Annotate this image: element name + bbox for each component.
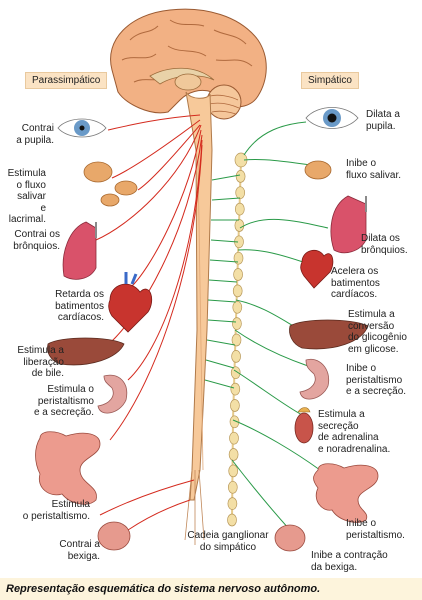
heart-left xyxy=(108,272,153,333)
simp-fiber-bronchi xyxy=(239,218,329,229)
para-fiber-salivary xyxy=(111,119,201,179)
para-organs xyxy=(35,118,153,551)
simp-label-pupil: Dilata a pupila. xyxy=(366,109,400,132)
para-fiber-heart xyxy=(129,129,202,289)
ganglion xyxy=(230,382,241,396)
simp-organs xyxy=(274,107,379,552)
stomach-right xyxy=(299,358,330,400)
para-label-intestine: Estimula o peristaltismo. xyxy=(22,499,90,522)
para-label-bronchi: Contrai os brônquios. xyxy=(13,229,60,252)
eye-left xyxy=(57,118,107,138)
header-parasympathetic: Parassimpático xyxy=(25,72,108,89)
lungs-left xyxy=(62,221,97,280)
simp-fiber-heart xyxy=(237,249,304,263)
bladder-left xyxy=(97,521,131,551)
para-label-pupil: Contrai a pupila. xyxy=(16,123,54,146)
figure-caption: Representação esquemática do sistema ner… xyxy=(0,578,422,600)
stomach-left xyxy=(97,374,128,414)
ganglion xyxy=(229,431,239,445)
ganglion xyxy=(227,513,237,527)
ganglion xyxy=(231,333,242,347)
parasympathetic-fibers xyxy=(95,114,203,531)
ganglion xyxy=(230,366,241,380)
spinal-cord xyxy=(184,91,213,545)
simp-label-bronchi: Dilata os brônquios. xyxy=(361,233,408,256)
simp-label-intestine: Inibe o peristaltismo. xyxy=(346,518,405,541)
ganglion xyxy=(232,300,243,314)
intestine-right xyxy=(313,463,379,523)
ganglion xyxy=(227,480,238,494)
para-label-bladder: Contrai a bexiga. xyxy=(59,539,100,562)
ganglion xyxy=(230,399,240,412)
ganglion xyxy=(229,415,240,429)
adrenal-kidney-right xyxy=(294,407,314,444)
ganglion xyxy=(234,202,245,216)
liver-left xyxy=(47,337,125,366)
para-label-stomach: Estimula o peristaltismo e a secreção. xyxy=(33,384,94,418)
para-label-bile: Estimula a liberação de bile. xyxy=(17,345,64,379)
ganglion xyxy=(232,284,243,298)
para-fiber-pupil xyxy=(107,114,201,131)
para-label-salivary: Estimula o fluxo salivar e lacrimal. xyxy=(7,168,46,225)
simp-label-liver: Estimula a conversão do glicogênio em gl… xyxy=(348,309,407,355)
ganglion xyxy=(233,268,243,281)
lungs-right xyxy=(330,195,367,254)
ganglion xyxy=(232,317,242,330)
ganglion xyxy=(234,219,245,232)
chain-label: Cadeia ganglionar do simpático xyxy=(187,530,269,553)
ganglion xyxy=(228,448,239,461)
ganglion xyxy=(233,251,244,265)
bladder-right xyxy=(274,524,306,552)
simp-fiber-stomach xyxy=(234,329,309,367)
ganglion xyxy=(235,186,246,200)
heart-right xyxy=(300,249,334,289)
simp-fiber-bladder xyxy=(231,459,291,531)
sympathetic-fibers xyxy=(204,121,329,531)
simp-label-bladder: Inibe a contração da bexiga. xyxy=(311,550,388,573)
simp-fiber-pupil xyxy=(243,121,307,156)
liver-right xyxy=(289,319,369,350)
simp-label-salivary: Inibe o fluxo salivar. xyxy=(346,158,402,181)
ganglion xyxy=(228,464,239,478)
para-fiber-stomach xyxy=(127,139,203,381)
simp-fiber-intestine xyxy=(232,419,321,471)
para-fiber-bladder xyxy=(127,499,191,531)
simp-fiber-adrenal xyxy=(233,369,305,417)
salivary-glands-left xyxy=(83,161,138,207)
simp-label-heart: Acelera os batimentos cardíacos. xyxy=(331,266,380,300)
sympathetic-ganglion-chain xyxy=(227,152,248,527)
para-fiber-liver xyxy=(103,134,203,349)
salivary-glands-right xyxy=(304,160,332,180)
para-fiber-intestine xyxy=(109,144,203,441)
para-fiber-colon xyxy=(99,479,195,516)
para-label-heart: Retarda os batimentos cardíacos. xyxy=(55,289,104,323)
para-fiber-lacrimal xyxy=(137,124,201,191)
ganglion xyxy=(231,350,241,363)
brain xyxy=(110,8,267,120)
intestine-left xyxy=(35,431,101,505)
header-sympathetic: Simpático xyxy=(301,72,359,89)
ganglion xyxy=(235,170,246,183)
para-fiber-bronchi xyxy=(95,124,202,241)
ganglion xyxy=(227,497,238,510)
simp-label-stomach: Inibe o peristaltismo e a secreção. xyxy=(346,363,407,397)
eye-right xyxy=(305,107,359,129)
simp-label-adrenal: Estimula a secreção de adrenalina e nora… xyxy=(318,409,391,455)
